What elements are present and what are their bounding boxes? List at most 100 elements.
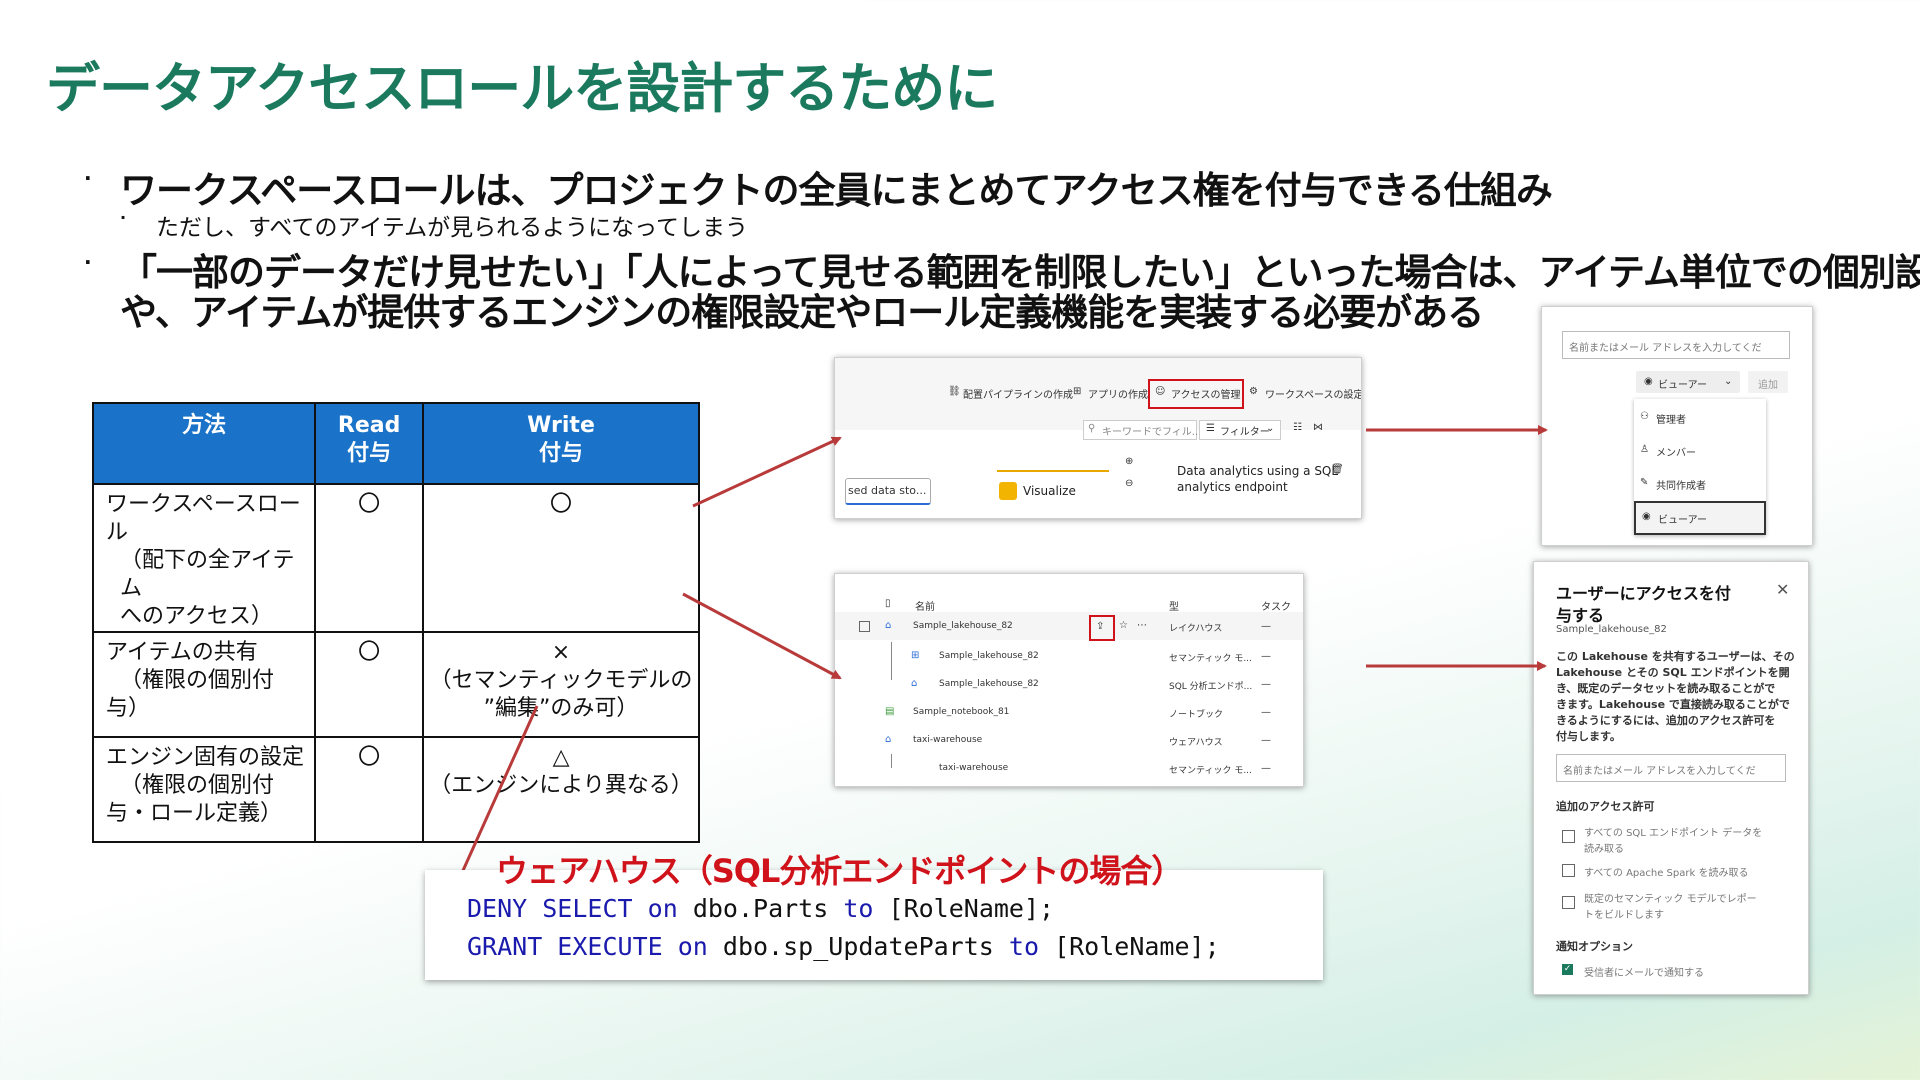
section-heading: 通知オプション (1556, 940, 1633, 953)
filter-icon: ☰ (1206, 423, 1215, 434)
dialog-description: Lakehouse とその SQL エンドポイントを開 (1556, 666, 1790, 679)
role-select[interactable]: ◉ ビューアー ⌄ (1636, 371, 1740, 393)
page-title: データアクセスロールを設計するために (46, 57, 998, 120)
search-icon: ⚲ (1088, 423, 1096, 434)
menu-item-viewer[interactable]: ◉ ビューアー (1634, 501, 1766, 535)
item-description: analytics endpoint (1177, 480, 1288, 494)
column-header-type: 型 (1169, 602, 1179, 613)
email-input[interactable]: 名前またはメール アドレスを入力してくだ (1556, 754, 1786, 782)
bullet-dot: · (84, 250, 92, 274)
menu-item-contributor[interactable]: 共同作成者 (1656, 481, 1706, 492)
cell-method: ワークスペースロール（配下の全アイテムへのアクセス） (91, 483, 317, 633)
cell-method: エンジン固有の設定（権限の個別付与・ロール定義） (91, 736, 317, 843)
close-icon[interactable]: ✕ (1776, 580, 1790, 599)
email-input[interactable]: 名前またはメール アドレスを入力してくだ (1562, 331, 1790, 359)
dialog-description: 付与します。 (1556, 730, 1621, 743)
pencil-icon: ✎ (1640, 477, 1649, 488)
list-view-icon[interactable]: ☷ (1293, 422, 1302, 433)
row-checkbox[interactable] (859, 621, 870, 632)
menu-item-admin[interactable]: 管理者 (1656, 415, 1686, 426)
menu-settings[interactable]: ワークスペースの設定 (1265, 390, 1362, 401)
tree-line (891, 642, 892, 680)
code-box: DENY SELECT on dbo.Parts to [RoleName]; … (425, 870, 1323, 980)
dialog-description: きます。Lakehouse で直接読み取ることがで (1556, 698, 1790, 711)
menu-access[interactable]: アクセスの管理 (1171, 390, 1241, 401)
share-icon-highlight[interactable]: ⇪ (1089, 615, 1115, 641)
dialog-subtitle: Sample_lakehouse_82 (1556, 624, 1667, 635)
screenshot-item-list: ▯ 名前 型 タスク ⌂ Sample_lakehouse_82 ⇪ ☆ ⋯ レ… (834, 573, 1304, 787)
checkbox-build-report[interactable] (1562, 896, 1575, 909)
chart-icon (999, 482, 1017, 500)
checkbox-label: 読み取る (1584, 844, 1624, 855)
star-icon[interactable]: ☆ (1119, 620, 1128, 631)
filter-button[interactable]: ☰ フィルター ⌄ (1199, 420, 1281, 440)
checkbox-notify[interactable]: ✓ (1562, 964, 1573, 975)
menu-app[interactable]: アプリの作成 (1088, 390, 1148, 401)
cell-read: 〇 (314, 736, 425, 843)
item-description: Data analytics using a SQL (1177, 464, 1339, 478)
trash-icon[interactable]: 🗑 (1331, 464, 1344, 475)
link-icon: ⛓ (948, 386, 961, 397)
arrow-sharing-to-list (682, 592, 842, 680)
grid-icon: ⊞ (1073, 386, 1082, 397)
code-line-grant: GRANT EXECUTE on dbo.sp_UpdateParts to [… (467, 932, 1220, 961)
lakehouse-icon: ⌂ (885, 620, 892, 631)
sub-bullet-dot: · (120, 208, 127, 227)
screenshot-role-dropdown: 名前またはメール アドレスを入力してくだ ◉ ビューアー ⌄ 追加 ⚇ 管理者 … (1541, 306, 1813, 546)
checkbox-sql-read[interactable] (1562, 830, 1575, 843)
add-button[interactable]: 追加 (1748, 371, 1788, 393)
search-input[interactable]: ⚲ キーワードでフィル... (1083, 420, 1201, 440)
dialog-description: きるようにするには、追加のアクセス許可を (1556, 714, 1776, 727)
table-row: ワークスペースロール（配下の全アイテムへのアクセス） 〇 〇 (91, 483, 700, 633)
menu-pipeline[interactable]: 配置パイプラインの作成 (963, 390, 1073, 401)
dialog-title: 与する (1556, 606, 1605, 625)
table-row[interactable]: ▤ Sample_notebook_81 ノートブック — (885, 706, 1271, 720)
arrow-engine-to-code (450, 705, 539, 897)
share-icon[interactable]: ⋈ (1313, 422, 1323, 433)
zoom-in-icon[interactable]: ⊕ (1125, 456, 1134, 467)
more-icon[interactable]: ⋯ (1137, 620, 1147, 631)
bullet-1: ワークスペースロールは、プロジェクトの全員にまとめてアクセス権を付与できる仕組み (120, 169, 1553, 212)
table-row[interactable]: ⊞ Sample_lakehouse_82 セマンティック モ... — (911, 650, 1271, 664)
table-row[interactable]: ⌂ Sample_lakehouse_82 SQL 分析エンドポ... — (911, 678, 1271, 692)
chevron-down-icon: ⌄ (1266, 423, 1275, 434)
menu-item-member[interactable]: メンバー (1656, 448, 1696, 459)
dialog-description: き、既定のデータセットを読み取ることがで (1556, 682, 1776, 695)
item-card[interactable]: sed data sto... (845, 478, 931, 505)
checkbox-spark-read[interactable] (1562, 864, 1575, 877)
table-row[interactable]: ⌂ Sample_lakehouse_82 ⇪ ☆ ⋯ レイクハウス — (835, 612, 1303, 641)
bullet-2-line1: 「一部のデータだけ見せたい」「人によって見せる範囲を制限したい」といった場合は、… (120, 251, 1920, 294)
table-row[interactable]: ⌂ taxi-warehouse ウェアハウス — (885, 734, 1271, 748)
zoom-out-icon[interactable]: ⊖ (1125, 478, 1134, 489)
role-menu: ⚇ 管理者 ♙ メンバー ✎ 共同作成者 ◉ ビューアー (1634, 399, 1766, 535)
gear-icon: ⚙ (1249, 386, 1258, 397)
person-icon: ♙ (1640, 444, 1649, 455)
table-row: エンジン固有の設定（権限の個別付与・ロール定義） 〇 △（エンジンにより異なる） (91, 736, 700, 843)
column-header-name: 名前 (915, 602, 935, 613)
cell-write: △（エンジンにより異なる） (422, 736, 700, 843)
checkbox-label: 既定のセマンティック モデルでレポー (1584, 894, 1757, 905)
screenshot-grant-access-dialog: ユーザーにアクセスを付 与する ✕ Sample_lakehouse_82 この… (1533, 561, 1809, 995)
cell-write: 〇 (422, 483, 700, 633)
checkbox-label: トをビルドします (1584, 910, 1664, 921)
share-icon: ⇪ (1096, 621, 1105, 632)
code-heading: ウェアハウス（SQL分析エンドポイントの場合） (496, 852, 1183, 890)
cell-method: アイテムの共有（権限の個別付与） (91, 631, 317, 738)
file-icon: ▯ (885, 598, 891, 609)
eye-icon: ◉ (1644, 376, 1653, 387)
visualize-card[interactable]: Visualize (997, 470, 1109, 518)
column-header-task: タスク (1261, 602, 1291, 613)
bullet-dot: · (84, 166, 92, 190)
admin-icon: ⚇ (1640, 411, 1649, 422)
tree-line (891, 754, 892, 768)
warehouse-icon: ⌂ (885, 734, 892, 745)
screenshot-workspace-toolbar: ⛓ 配置パイプラインの作成 ⊞ アプリの作成 ☺ アクセスの管理 ⚙ ワークスペ… (834, 357, 1362, 519)
table-row[interactable]: taxi-warehouse セマンティック モ... — (939, 763, 1271, 776)
highlight-box (1148, 379, 1244, 409)
code-line-deny: DENY SELECT on dbo.Parts to [RoleName]; (467, 894, 1055, 923)
